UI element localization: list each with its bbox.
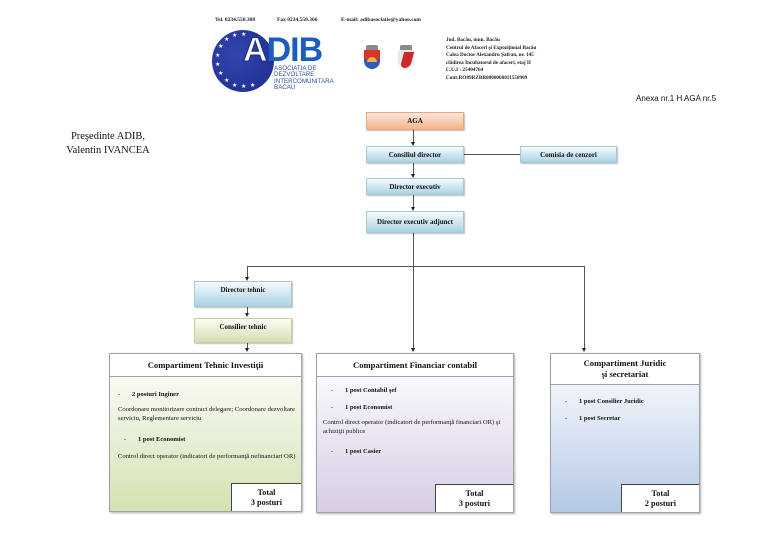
arrow-icon [411, 142, 415, 146]
star-icon: ★ [215, 62, 221, 68]
connector-line [247, 266, 585, 267]
censors-box[interactable]: Comisia de cenzori [520, 146, 617, 163]
tech-director-label: Director tehnic [220, 286, 266, 294]
star-icon: ★ [224, 37, 230, 43]
duty-description: Control direct operator (indicatori de p… [118, 453, 296, 460]
post-item: -1 post Contabil şef [331, 387, 397, 394]
aga-box[interactable]: AGA [366, 112, 464, 130]
tech-advisor-box[interactable]: Consilier tehnic [194, 318, 292, 343]
total-box: Total 3 posturi [231, 483, 301, 511]
arrow-icon [582, 348, 586, 352]
board-box[interactable]: Consiliul director [366, 146, 464, 163]
star-icon: ★ [250, 83, 256, 89]
annex-label: Anexa nr.1 H AGA nr.5 [636, 94, 717, 103]
post-item: -1 post Casier [331, 448, 382, 455]
connector-line [584, 266, 585, 349]
arrow-icon [245, 348, 249, 352]
duty-description: Control direct operator (indicatori de p… [323, 419, 501, 435]
duty-description: Coordonare monitorizare contract delegar… [118, 406, 296, 422]
deputy-director-label: Director executiv adjunct [377, 218, 453, 226]
connector-line [247, 266, 248, 278]
president-signature: Preşedinte ADIB, Valentin IVANCEA [53, 130, 163, 157]
compartment-title: Compartiment Juridic şi secretariat [551, 354, 699, 385]
board-label: Consiliul director [388, 150, 442, 159]
compartment-financiar[interactable]: Compartiment Financiar contabil -1 post … [316, 353, 514, 513]
star-icon: ★ [218, 44, 224, 50]
star-icon: ★ [232, 83, 238, 89]
arrow-icon [411, 207, 415, 211]
compartment-juridic[interactable]: Compartiment Juridic şi secretariat -1 p… [550, 353, 700, 513]
arrow-icon [245, 313, 249, 317]
connector-line [463, 154, 521, 155]
total-box: Total 2 posturi [621, 484, 699, 512]
star-icon: ★ [224, 78, 230, 84]
post-item: -1 post Consilier Juridic [565, 398, 644, 405]
tech-advisor-label: Consilier tehnic [219, 323, 267, 331]
address-block: Jud. Bacău, mun. Bacău Centrul de Afacer… [446, 37, 537, 81]
connector-line [413, 129, 414, 143]
president-title: Preşedinte ADIB, [70, 131, 146, 142]
bacau-county-coat-of-arms-icon [364, 45, 380, 69]
phone-number: Tel. 0234.550.388 [215, 17, 256, 23]
censors-label: Comisia de cenzori [540, 150, 597, 159]
star-icon: ★ [218, 71, 224, 77]
star-icon: ★ [241, 84, 247, 90]
post-item: -1 post Economist [124, 436, 186, 443]
connector-line [413, 231, 414, 349]
exec-director-label: Director executiv [389, 182, 441, 191]
president-name: Valentin IVANCEA [66, 144, 150, 156]
logo-star-circle: ★ ★ ★ ★ ★ ★ ★ ★ ★ ★ ★ [212, 30, 274, 92]
tech-director-box[interactable]: Director tehnic [194, 281, 292, 307]
connector-line [247, 307, 248, 314]
arrow-icon [411, 348, 415, 352]
post-item: -1 post Economist [331, 404, 393, 411]
arrow-icon [245, 277, 249, 281]
total-box: Total 3 posturi [435, 484, 513, 512]
logo-wordmark: ADIB [243, 31, 324, 69]
post-item: -1 post Secretar [565, 415, 621, 422]
connector-line [247, 343, 248, 349]
logo-subtitle: ASOCIATIA DE DEZVOLTARE INTERCOMUNITARA … [274, 65, 334, 92]
compartment-title: Compartiment Financiar contabil [317, 354, 513, 377]
bacau-city-coat-of-arms-icon [398, 45, 414, 69]
email-address: E-mail: adibasociatie@yahoo.com [341, 17, 421, 23]
post-item: -2 posturi Inginer [118, 391, 179, 398]
compartment-title: Compartiment Tehnic Investiţii [110, 354, 301, 377]
connector-line [413, 193, 414, 208]
connector-line [413, 161, 414, 175]
star-icon: ★ [215, 53, 221, 59]
fax-number: Fax 0234.550.366 [277, 17, 318, 23]
star-icon: ★ [241, 32, 247, 38]
aga-label: AGA [407, 117, 423, 125]
compartment-tehnic[interactable]: Compartiment Tehnic Investiţii -2 postur… [109, 353, 302, 512]
exec-director-box[interactable]: Director executiv [366, 178, 464, 195]
arrow-icon [411, 174, 415, 178]
deputy-director-box[interactable]: Director executiv adjunct [366, 211, 464, 233]
star-icon: ★ [232, 33, 238, 39]
